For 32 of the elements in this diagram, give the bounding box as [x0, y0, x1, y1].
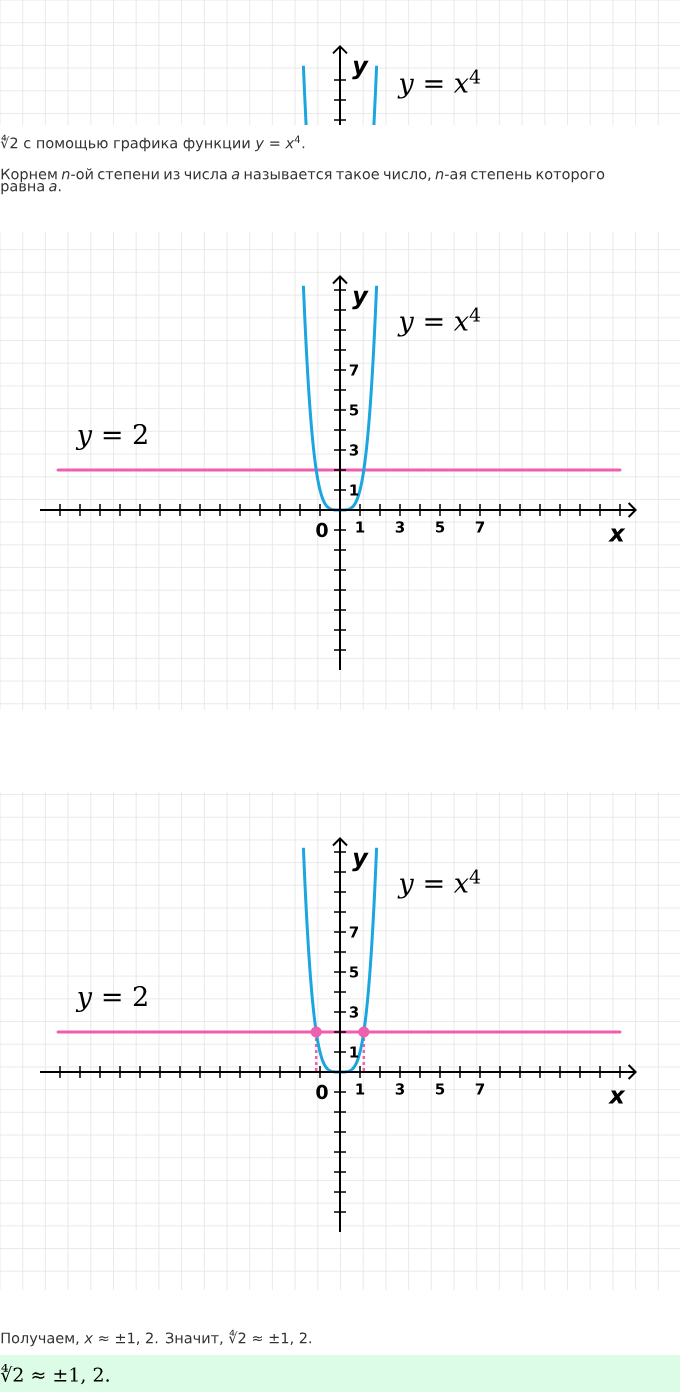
function-label: y = 2	[75, 424, 147, 451]
tick-label: 1	[350, 1046, 359, 1058]
function-label: y = 2	[75, 986, 147, 1013]
tick-label: 5	[435, 521, 445, 533]
tick-label: 0	[316, 522, 328, 538]
tick-label: 5	[435, 1083, 445, 1095]
tick-label: 5	[349, 404, 359, 416]
tick-label: 7	[349, 364, 358, 376]
tick-label: 0	[316, 1084, 328, 1100]
tick-label: 3	[395, 1083, 404, 1095]
tick-label: 3	[349, 1006, 358, 1018]
tick-label: 3	[349, 444, 358, 456]
tick-label: 7	[349, 926, 358, 938]
text-line: Получаем, x ≈ ±1, 2. Значит, ∜2 ≈ ±1, 2.	[1, 1329, 311, 1347]
tick-label: 7	[475, 1083, 485, 1095]
tick-label: 1	[356, 521, 365, 533]
tick-label: 7	[475, 521, 485, 533]
axis-label: y	[352, 60, 369, 80]
paragraph: Корнем n-ой степени из числа a называется такое число, n-ая степень которого равна a.	[1, 168, 605, 195]
tick-label: 5	[349, 966, 359, 978]
answer-box: ∜2 ≈ ±1, 2.	[0, 1355, 680, 1392]
function-label: y = x$^{4}$	[397, 69, 481, 99]
function-label: y = x$^{4}$	[397, 869, 481, 899]
tick-label: 1	[356, 1083, 365, 1095]
text-line: ∜2 с помощью графика функции y = x$^{4}$.	[0, 134, 305, 152]
axis-label: y	[352, 290, 369, 310]
function-label: y = x$^{4}$	[397, 307, 481, 337]
axis-label: y	[352, 852, 369, 872]
tick-label: 1	[350, 484, 359, 496]
axis-label: x	[608, 1090, 626, 1104]
tick-label: 3	[395, 521, 404, 533]
axis-label: x	[608, 528, 626, 542]
